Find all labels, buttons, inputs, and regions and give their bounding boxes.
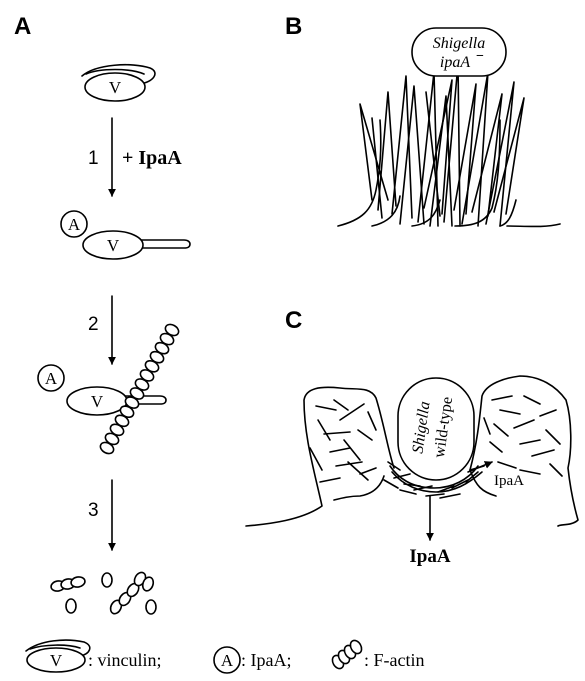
vinculin-bound-letter: V: [91, 392, 104, 411]
filopodia-icon: [338, 64, 560, 227]
bacterium-ipaa-mutant-icon: Shigella ipaA −: [412, 28, 506, 76]
bacterium-b-superscript: −: [476, 49, 484, 64]
panel-b-label: B: [285, 13, 302, 40]
legend-vinculin-symbol: V: [50, 651, 63, 670]
legend-vinculin-text: : vinculin;: [88, 650, 162, 670]
panel-a-label: A: [14, 13, 31, 40]
step3-number: 3: [88, 500, 99, 521]
ipaa-letter: A: [68, 215, 81, 234]
ipaa-bold-label: IpaA: [409, 546, 450, 567]
ipaa-small-label: IpaA: [494, 473, 524, 489]
legend-vinculin-icon: V: [26, 640, 90, 672]
legend-factin-icon: [330, 638, 364, 670]
step1-label: + IpaA: [122, 147, 182, 169]
legend-factin-text: : F-actin: [364, 650, 425, 670]
step1-number: 1: [88, 148, 99, 169]
vinculin-ipaa-complex-icon: V A: [61, 211, 190, 259]
bacterium-wild-type-icon: Shigella wild-type: [398, 378, 474, 480]
panel-c-label: C: [285, 307, 302, 334]
vinculin-open-letter: V: [107, 236, 120, 255]
vinculin-closed-icon: V: [82, 65, 155, 101]
legend-ipaa-icon: A: [214, 647, 240, 673]
vinculin-actin-complex-icon: V A: [38, 322, 181, 456]
actin-fragments-icon: [50, 570, 156, 615]
vinculin-closed-letter: V: [109, 78, 122, 97]
legend-ipaa-text: : IpaA;: [241, 650, 291, 670]
legend: V : vinculin; A : IpaA; : F-actin: [26, 638, 425, 673]
legend-ipaa-symbol: A: [221, 651, 234, 670]
ipaa-bound-letter: A: [45, 369, 58, 388]
step2-number: 2: [88, 314, 99, 335]
bacterium-b-line2: ipaA: [440, 54, 470, 71]
